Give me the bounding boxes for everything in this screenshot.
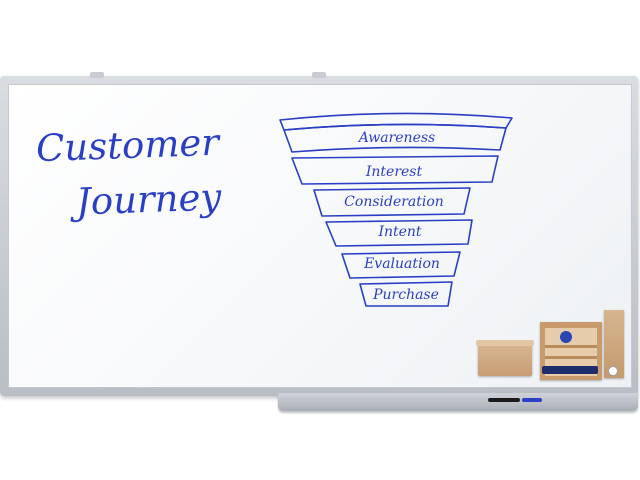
board-eraser[interactable] [542, 366, 598, 374]
funnel-band-interest [291, 155, 499, 185]
marker-pen[interactable] [488, 398, 520, 402]
funnel-stage-label: Evaluation [364, 256, 440, 272]
funnel-band-intent [325, 219, 473, 247]
funnel-band-consideration [313, 187, 471, 217]
marker-pen[interactable] [522, 398, 542, 402]
funnel-stage-label: Awareness [358, 130, 436, 146]
funnel-stage-label: Intent [378, 224, 422, 240]
organizer-shelf [545, 345, 597, 348]
magnetic-tray[interactable] [478, 342, 532, 376]
funnel-band-awareness [283, 123, 507, 153]
funnel-drawing [279, 112, 513, 307]
heading-customer: Customer [35, 120, 220, 171]
heading-journey: Journey [75, 175, 222, 224]
wooden-holder[interactable] [604, 310, 624, 378]
funnel-stage-label: Purchase [373, 287, 439, 303]
funnel-band-purchase [359, 281, 453, 307]
pen-tray [278, 393, 638, 411]
magnet-icon [608, 366, 618, 376]
frame-clip [90, 72, 104, 78]
frame-clip [312, 72, 326, 78]
funnel-band-evaluation [341, 251, 461, 279]
magnet-cup[interactable] [560, 331, 572, 343]
organizer-shelf [545, 356, 597, 359]
funnel-stage-label: Consideration [344, 194, 444, 210]
funnel-stage-label: Interest [365, 164, 423, 180]
magnetic-tray-lip [476, 340, 534, 346]
whiteboard-surface [8, 84, 632, 388]
